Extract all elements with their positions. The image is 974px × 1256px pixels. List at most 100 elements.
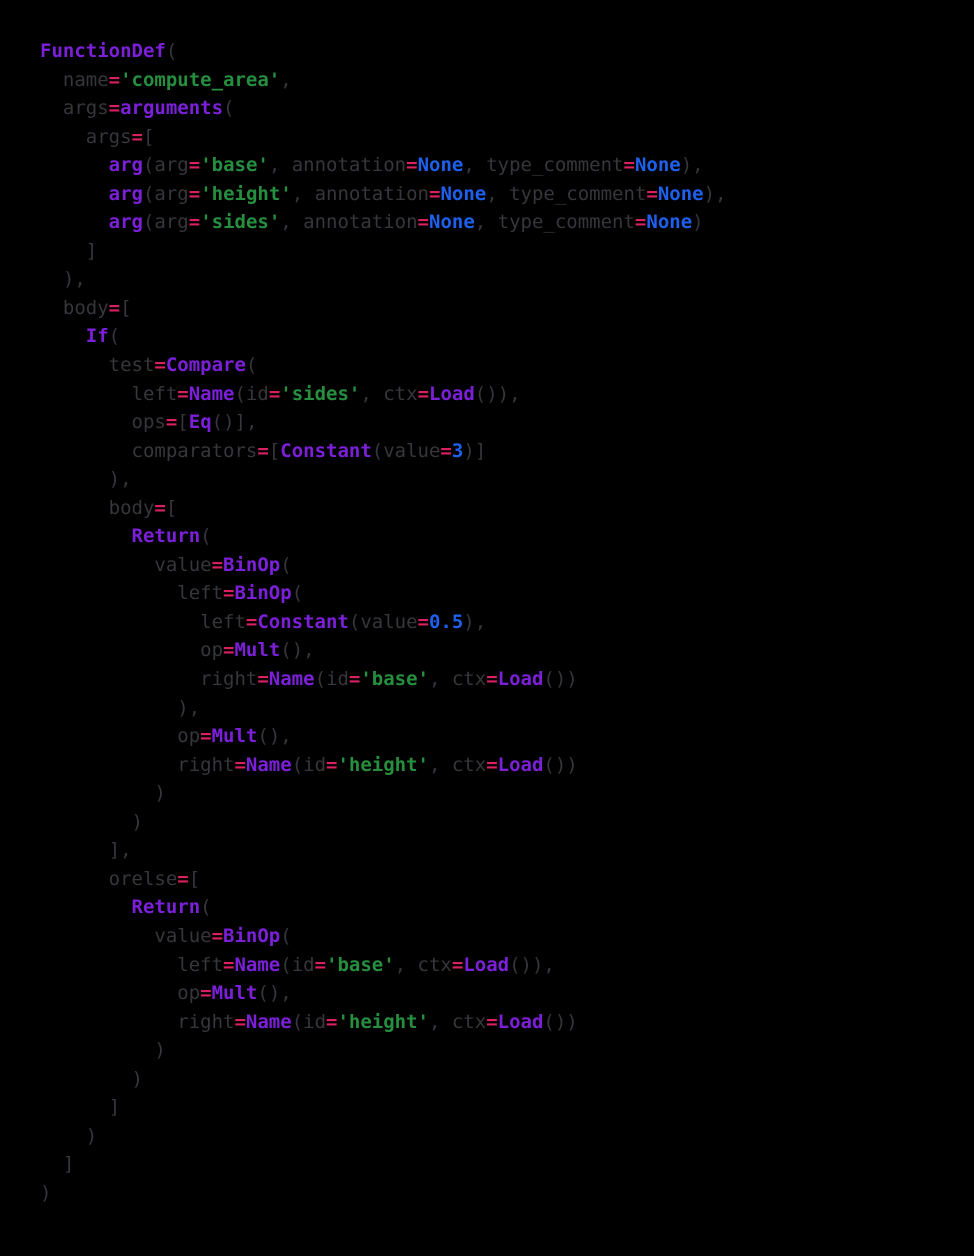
punctuation-or-field-token: (value <box>348 610 418 633</box>
punctuation-or-field-token <box>40 183 109 205</box>
ast-class-name-token: arguments <box>120 97 224 120</box>
punctuation-or-field-token: ()) <box>543 1010 578 1033</box>
punctuation-or-field-token: (id <box>291 753 327 776</box>
punctuation-or-field-token: (arg <box>142 211 189 234</box>
ast-class-name-token: BinOp <box>223 924 281 947</box>
punctuation-or-field-token: ) <box>40 1067 143 1090</box>
equals-operator-token: = <box>177 382 189 405</box>
equals-operator-token: = <box>108 97 121 120</box>
punctuation-or-field-token: (), <box>257 982 292 1005</box>
equals-operator-token: = <box>257 668 269 691</box>
equals-operator-token: = <box>326 753 338 776</box>
code-line: ] <box>40 1150 974 1179</box>
equals-operator-token: = <box>154 354 166 377</box>
punctuation-or-field-token: ( <box>280 924 292 947</box>
equals-operator-token: = <box>417 382 430 405</box>
punctuation-or-field-token: ), <box>463 610 487 633</box>
constant-value-token: None <box>429 211 475 234</box>
code-line: ), <box>40 465 974 494</box>
punctuation-or-field-token: ) <box>40 1039 166 1062</box>
ast-class-name-token: Mult <box>211 982 258 1005</box>
equals-operator-token: = <box>406 154 418 177</box>
code-line: args=[ <box>40 123 974 152</box>
code-line: arg(arg='base', annotation=None, type_co… <box>40 151 974 180</box>
ast-dump-output: FunctionDef( name='compute_area', args=a… <box>40 37 974 1207</box>
ast-class-name-token: Constant <box>257 610 349 633</box>
equals-operator-token: = <box>348 668 361 691</box>
equals-operator-token: = <box>428 182 441 205</box>
punctuation-or-field-token: [ <box>188 867 201 890</box>
equals-operator-token: = <box>486 1010 498 1033</box>
code-line: op=Mult(), <box>40 722 974 751</box>
equals-operator-token: = <box>486 668 498 691</box>
punctuation-or-field-token: ( <box>200 896 212 919</box>
punctuation-or-field-token: left <box>40 582 224 605</box>
code-line: orelse=[ <box>40 865 974 894</box>
punctuation-or-field-token: value <box>40 924 212 947</box>
ast-class-name-token: Name <box>268 668 315 691</box>
punctuation-or-field-token: ), <box>680 154 704 177</box>
punctuation-or-field-token: , type_comment <box>474 211 635 234</box>
punctuation-or-field-token: ] <box>40 239 98 262</box>
punctuation-or-field-token: ] <box>40 1153 75 1176</box>
ast-class-name-token: FunctionDef <box>40 40 166 62</box>
string-literal-token: 'base' <box>200 154 269 177</box>
punctuation-or-field-token: op <box>40 725 201 748</box>
punctuation-or-field-token: ( <box>200 525 212 548</box>
punctuation-or-field-token <box>40 325 86 347</box>
ast-class-name-token: arg <box>108 211 143 234</box>
code-line: left=BinOp( <box>40 579 974 608</box>
string-literal-token: 'compute_area' <box>120 68 281 91</box>
code-line: value=BinOp( <box>40 551 974 580</box>
punctuation-or-field-token: (id <box>314 668 349 691</box>
punctuation-or-field-token: , ctx <box>428 668 487 691</box>
code-line: ) <box>40 1122 974 1151</box>
code-line: args=arguments( <box>40 94 974 123</box>
punctuation-or-field-token: (), <box>257 725 292 748</box>
equals-operator-token: = <box>223 582 235 605</box>
code-line: ] <box>40 1093 974 1122</box>
code-line: right=Name(id='height', ctx=Load()) <box>40 751 974 780</box>
code-line: value=BinOp( <box>40 922 974 951</box>
punctuation-or-field-token: (), <box>280 639 315 662</box>
constant-value-token: 3 <box>451 439 464 462</box>
punctuation-or-field-token: ( <box>165 40 178 62</box>
string-literal-token: 'base' <box>360 668 429 691</box>
equals-operator-token: = <box>326 1010 338 1033</box>
punctuation-or-field-token: , <box>280 68 292 91</box>
code-line: op=Mult(), <box>40 636 974 665</box>
ast-class-name-token: Load <box>429 382 475 405</box>
punctuation-or-field-token <box>40 211 109 233</box>
constant-value-token: None <box>646 211 693 234</box>
equals-operator-token: = <box>440 439 452 462</box>
code-line: body=[ <box>40 494 974 523</box>
punctuation-or-field-token: orelse <box>40 867 178 890</box>
punctuation-or-field-token: , annotation <box>268 154 407 177</box>
code-line: right=Name(id='height', ctx=Load()) <box>40 1008 974 1037</box>
punctuation-or-field-token: ], <box>40 839 132 862</box>
punctuation-or-field-token: left <box>40 382 178 405</box>
punctuation-or-field-token: (value <box>371 439 441 462</box>
ast-class-name-token: Mult <box>211 725 258 748</box>
punctuation-or-field-token: ( <box>108 325 121 348</box>
punctuation-or-field-token: right <box>40 668 258 691</box>
punctuation-or-field-token: )] <box>463 439 487 462</box>
string-literal-token: 'sides' <box>280 382 361 405</box>
punctuation-or-field-token <box>40 525 132 547</box>
punctuation-or-field-token: ()), <box>474 382 521 405</box>
punctuation-or-field-token: right <box>40 1010 235 1033</box>
code-line: ) <box>40 1036 974 1065</box>
code-line: ), <box>40 694 974 723</box>
punctuation-or-field-token: ( <box>245 354 258 377</box>
equals-operator-token: = <box>451 953 464 976</box>
code-line: body=[ <box>40 294 974 323</box>
constant-value-token: None <box>417 154 464 177</box>
equals-operator-token: = <box>486 753 498 776</box>
punctuation-or-field-token: ) <box>40 782 166 805</box>
equals-operator-token: = <box>211 553 224 576</box>
constant-value-token: None <box>440 182 487 205</box>
punctuation-or-field-token: , annotation <box>280 211 418 234</box>
ast-class-name-token: Name <box>245 753 292 776</box>
punctuation-or-field-token: ( <box>280 553 292 576</box>
